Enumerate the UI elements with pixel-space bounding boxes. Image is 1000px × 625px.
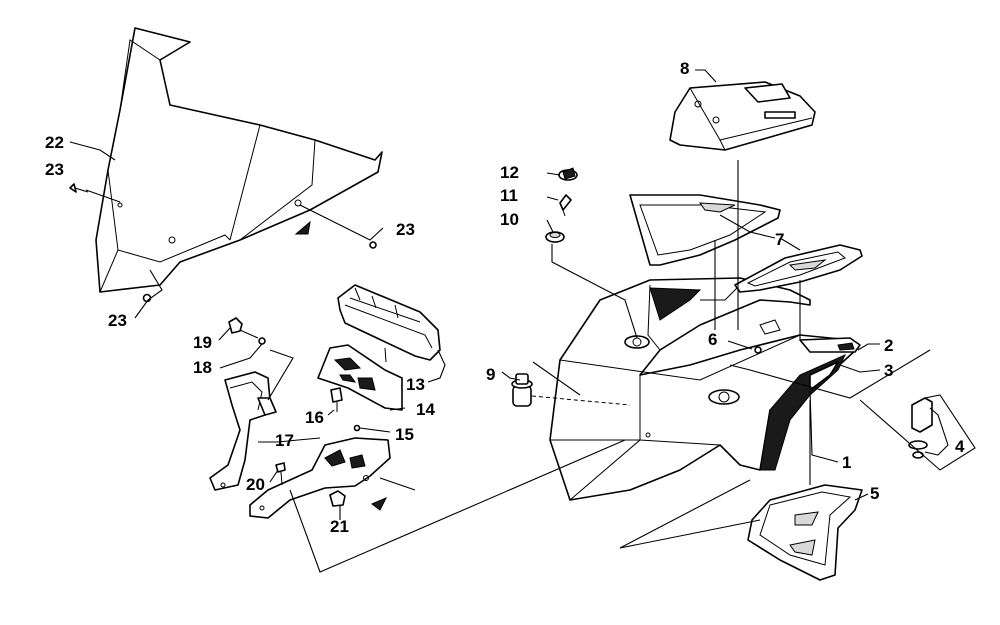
screw-23-b <box>369 241 377 249</box>
hood-part <box>549 277 859 501</box>
trim-strip-part <box>799 337 861 353</box>
grommet-part <box>545 231 565 243</box>
callout-23-b: 23 <box>396 220 415 239</box>
nut-19-part <box>228 317 243 334</box>
callout-23-c: 23 <box>108 311 127 330</box>
storage-box-part <box>669 81 816 151</box>
callout-14: 14 <box>416 400 435 419</box>
pad-part <box>747 484 863 581</box>
screw-23-a <box>69 183 89 193</box>
mount-bracket-part <box>209 371 391 519</box>
windshield-part <box>95 27 383 293</box>
callout-6: 6 <box>708 330 717 349</box>
callout-8: 8 <box>680 59 689 78</box>
fastener-part <box>754 319 781 354</box>
callout-1: 1 <box>842 453 851 472</box>
screw-20-part <box>275 462 286 486</box>
callout-23-a: 23 <box>45 160 64 179</box>
callout-11: 11 <box>500 186 518 205</box>
callout-13: 13 <box>406 375 425 394</box>
nut-21-part <box>329 490 346 507</box>
callout-3: 3 <box>884 361 893 380</box>
callouts: 1 2 3 4 5 6 7 8 9 10 11 12 13 14 15 16 1… <box>45 59 965 536</box>
callout-16: 16 <box>305 408 324 427</box>
key-part <box>559 194 572 217</box>
key-cap-part <box>558 167 578 181</box>
callout-12: 12 <box>500 163 519 182</box>
callout-22: 22 <box>45 133 64 152</box>
socket-part <box>908 397 933 459</box>
washer-18-part <box>258 337 266 345</box>
callout-4: 4 <box>955 437 965 456</box>
callout-15: 15 <box>395 425 414 444</box>
callout-17: 17 <box>275 431 294 450</box>
callout-18: 18 <box>193 358 212 377</box>
leader-lines <box>69 69 976 573</box>
vent-cover-7-left <box>629 194 781 266</box>
bracket-14-part <box>317 344 403 411</box>
bolt-16-part <box>330 387 343 412</box>
switch-part <box>511 373 533 407</box>
callout-9: 9 <box>486 365 495 384</box>
screw-15-part <box>353 424 361 432</box>
callout-2: 2 <box>884 336 893 355</box>
vent-cover-7-right <box>734 244 863 293</box>
gauge-cluster-part <box>337 284 441 363</box>
callout-21: 21 <box>330 517 349 536</box>
callout-20: 20 <box>246 475 265 494</box>
callout-7: 7 <box>775 230 784 249</box>
callout-19: 19 <box>193 333 212 352</box>
callout-5: 5 <box>870 484 879 503</box>
callout-10: 10 <box>500 210 519 229</box>
